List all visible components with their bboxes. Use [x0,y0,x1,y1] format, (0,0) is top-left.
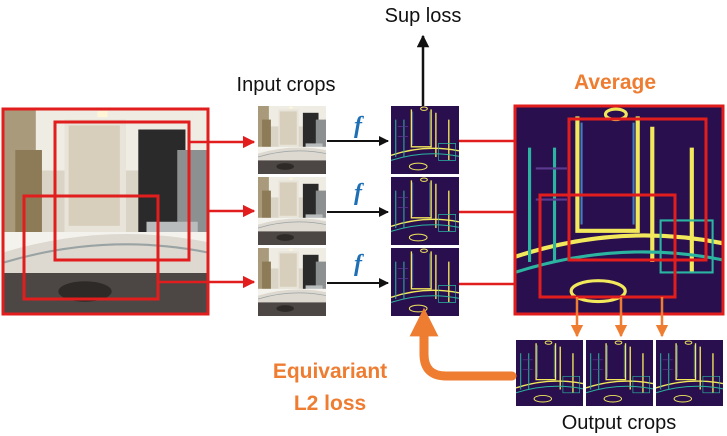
average-map [513,104,725,316]
sup-loss-label: Sup loss [385,5,462,27]
input-crop-2 [258,177,326,245]
equivariant-label-line2: L2 loss [294,392,366,415]
equivariant-label-line1: Equivariant [273,360,387,383]
equivariant-loss-arrow [409,307,517,381]
function-label-2: f [354,180,364,206]
output-crop-1 [516,340,583,406]
output-crop-3 [656,340,723,406]
average-map-frame [513,104,725,316]
input-crop-3 [258,248,326,316]
crop-box-top [53,120,191,262]
prediction-map-1 [391,106,459,174]
output-crops-label: Output crops [562,412,677,434]
prediction-map-2 [391,177,459,245]
average-label: Average [574,71,656,94]
prediction-map-3 [391,248,459,316]
average-crop-bottom [538,193,677,299]
crop-box-bottom [22,194,160,301]
input-crops-label: Input crops [237,74,336,96]
function-label-3: f [354,251,364,277]
function-label-1: f [354,113,364,139]
input-crop-1 [258,106,326,174]
output-crop-2 [586,340,653,406]
average-crop-top [567,117,708,262]
